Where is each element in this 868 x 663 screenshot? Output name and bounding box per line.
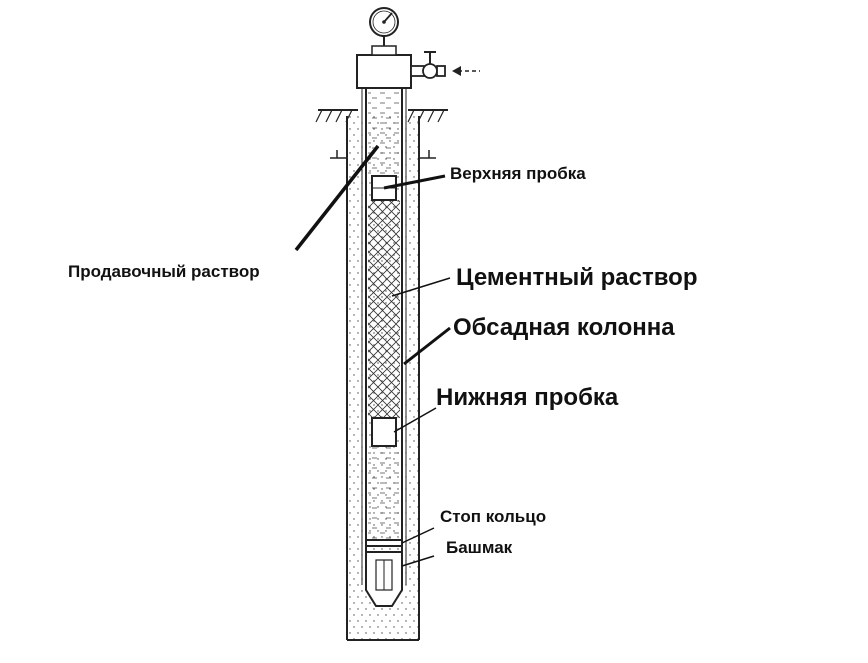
pressure-gauge-icon	[369, 7, 399, 46]
leader-lines	[294, 144, 451, 567]
label-casing: Обсадная колонна	[453, 314, 675, 341]
casing-string	[361, 88, 407, 585]
label-stop-ring: Стоп кольцо	[440, 507, 547, 526]
arrow-left-icon	[452, 66, 480, 76]
stop-ring	[365, 539, 403, 547]
label-bottom-plug: Нижняя пробка	[436, 384, 619, 411]
bottom-plug	[371, 417, 397, 447]
label-shoe: Башмак	[446, 538, 513, 557]
label-top-plug: Верхняя пробка	[450, 164, 586, 183]
valve-icon	[410, 51, 446, 79]
cementing-head	[356, 45, 412, 89]
label-displacement-fluid: Продавочный раствор	[68, 262, 260, 281]
casing-shoe	[365, 551, 403, 607]
label-cement-slurry: Цементный раствор	[456, 264, 698, 291]
